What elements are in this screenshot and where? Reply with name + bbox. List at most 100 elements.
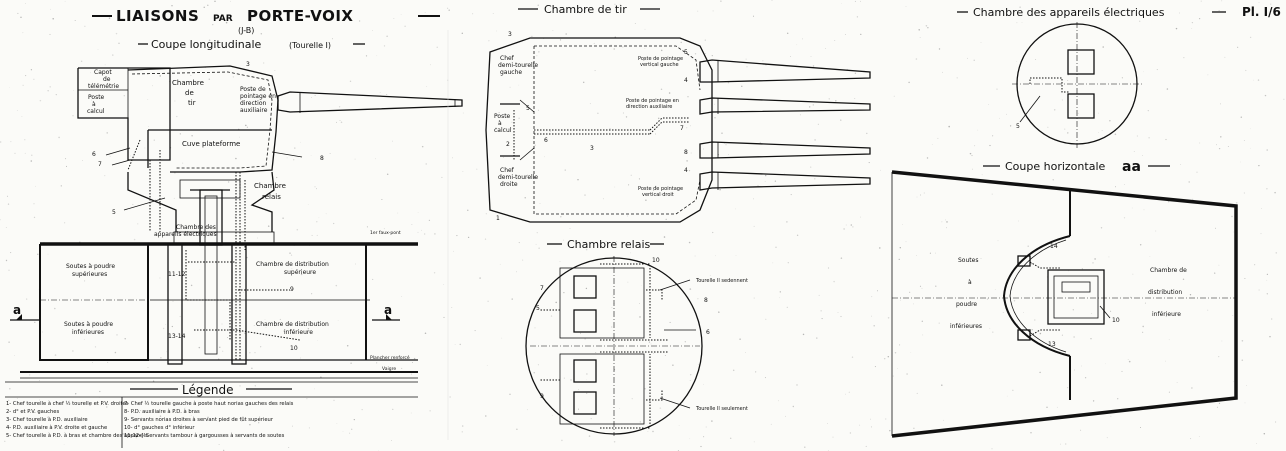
speck	[741, 85, 743, 87]
speck	[1266, 149, 1268, 151]
speck	[902, 224, 903, 225]
speck	[988, 104, 990, 106]
speck	[300, 273, 303, 276]
speck	[870, 418, 871, 420]
speck	[314, 186, 316, 188]
speck	[652, 65, 655, 67]
speck	[361, 409, 363, 411]
speck	[39, 399, 40, 401]
speck	[880, 169, 881, 171]
speck	[337, 320, 339, 321]
speck	[386, 173, 389, 175]
speck	[705, 426, 707, 428]
speck	[207, 416, 209, 419]
speck	[123, 95, 126, 97]
speck	[697, 364, 700, 366]
speck	[116, 334, 118, 336]
speck	[614, 3, 616, 5]
speck	[106, 406, 108, 408]
speck	[757, 184, 759, 186]
speck	[686, 127, 688, 129]
speck	[140, 417, 143, 419]
speck	[883, 357, 886, 360]
speck	[55, 93, 57, 96]
num-11-12: 11-12	[168, 271, 186, 278]
speck	[841, 3, 842, 4]
speck	[106, 132, 108, 134]
speck	[569, 228, 571, 229]
num-13-14: 13-14	[168, 333, 186, 340]
speck	[152, 85, 153, 87]
speck	[173, 197, 175, 199]
speck	[1056, 406, 1058, 408]
coupe-horizontale-title: Coupe horizontale aa	[983, 159, 1170, 175]
speck	[190, 75, 192, 76]
speck	[454, 344, 456, 345]
speck	[711, 55, 713, 57]
speck	[645, 199, 647, 201]
speck	[225, 21, 228, 24]
speck	[704, 39, 706, 41]
speck	[648, 341, 651, 343]
speck	[443, 283, 445, 285]
speck	[653, 353, 654, 355]
speck	[752, 198, 754, 200]
speck	[1218, 402, 1221, 404]
speck	[721, 132, 723, 134]
speck	[1102, 46, 1104, 48]
speck	[1128, 360, 1131, 363]
speck	[1090, 338, 1092, 340]
speck	[1147, 109, 1149, 112]
speck	[1094, 258, 1096, 260]
speck	[810, 55, 812, 57]
speck	[639, 316, 641, 318]
legend-item-3: 3- Chef tourelle à P.D. auxiliaire	[6, 416, 88, 423]
speck	[870, 426, 872, 428]
speck	[700, 445, 702, 448]
speck	[433, 272, 436, 274]
speck	[118, 42, 120, 44]
speck	[1139, 244, 1142, 246]
speck	[325, 213, 327, 215]
speck	[1144, 302, 1146, 304]
speck	[1046, 406, 1048, 408]
speck	[26, 298, 28, 300]
num-5-long: 5	[112, 209, 116, 216]
speck	[178, 73, 180, 75]
speck	[94, 346, 97, 348]
speck	[516, 428, 518, 430]
speck	[109, 155, 111, 157]
speck	[820, 310, 822, 312]
speck	[397, 212, 399, 214]
speck	[349, 80, 352, 83]
speck	[577, 178, 579, 181]
speck	[533, 372, 535, 374]
speck	[665, 218, 667, 221]
speck	[34, 321, 36, 323]
speck	[144, 147, 146, 149]
speck	[680, 41, 682, 44]
speck	[495, 127, 497, 129]
speck	[326, 44, 328, 46]
speck	[184, 407, 186, 409]
speck	[456, 235, 458, 237]
speck	[991, 448, 993, 450]
speck	[1110, 310, 1112, 312]
speck	[461, 425, 464, 427]
speck	[171, 5, 173, 7]
speck	[443, 316, 445, 318]
speck	[63, 444, 65, 445]
speck	[60, 185, 62, 187]
speck	[609, 128, 611, 130]
speck	[840, 315, 842, 318]
speck	[860, 216, 862, 218]
speck	[814, 178, 816, 180]
speck	[639, 421, 641, 423]
speck	[246, 126, 249, 128]
speck	[1275, 421, 1277, 423]
speck	[421, 145, 424, 148]
speck	[176, 115, 178, 118]
speck	[728, 154, 729, 155]
